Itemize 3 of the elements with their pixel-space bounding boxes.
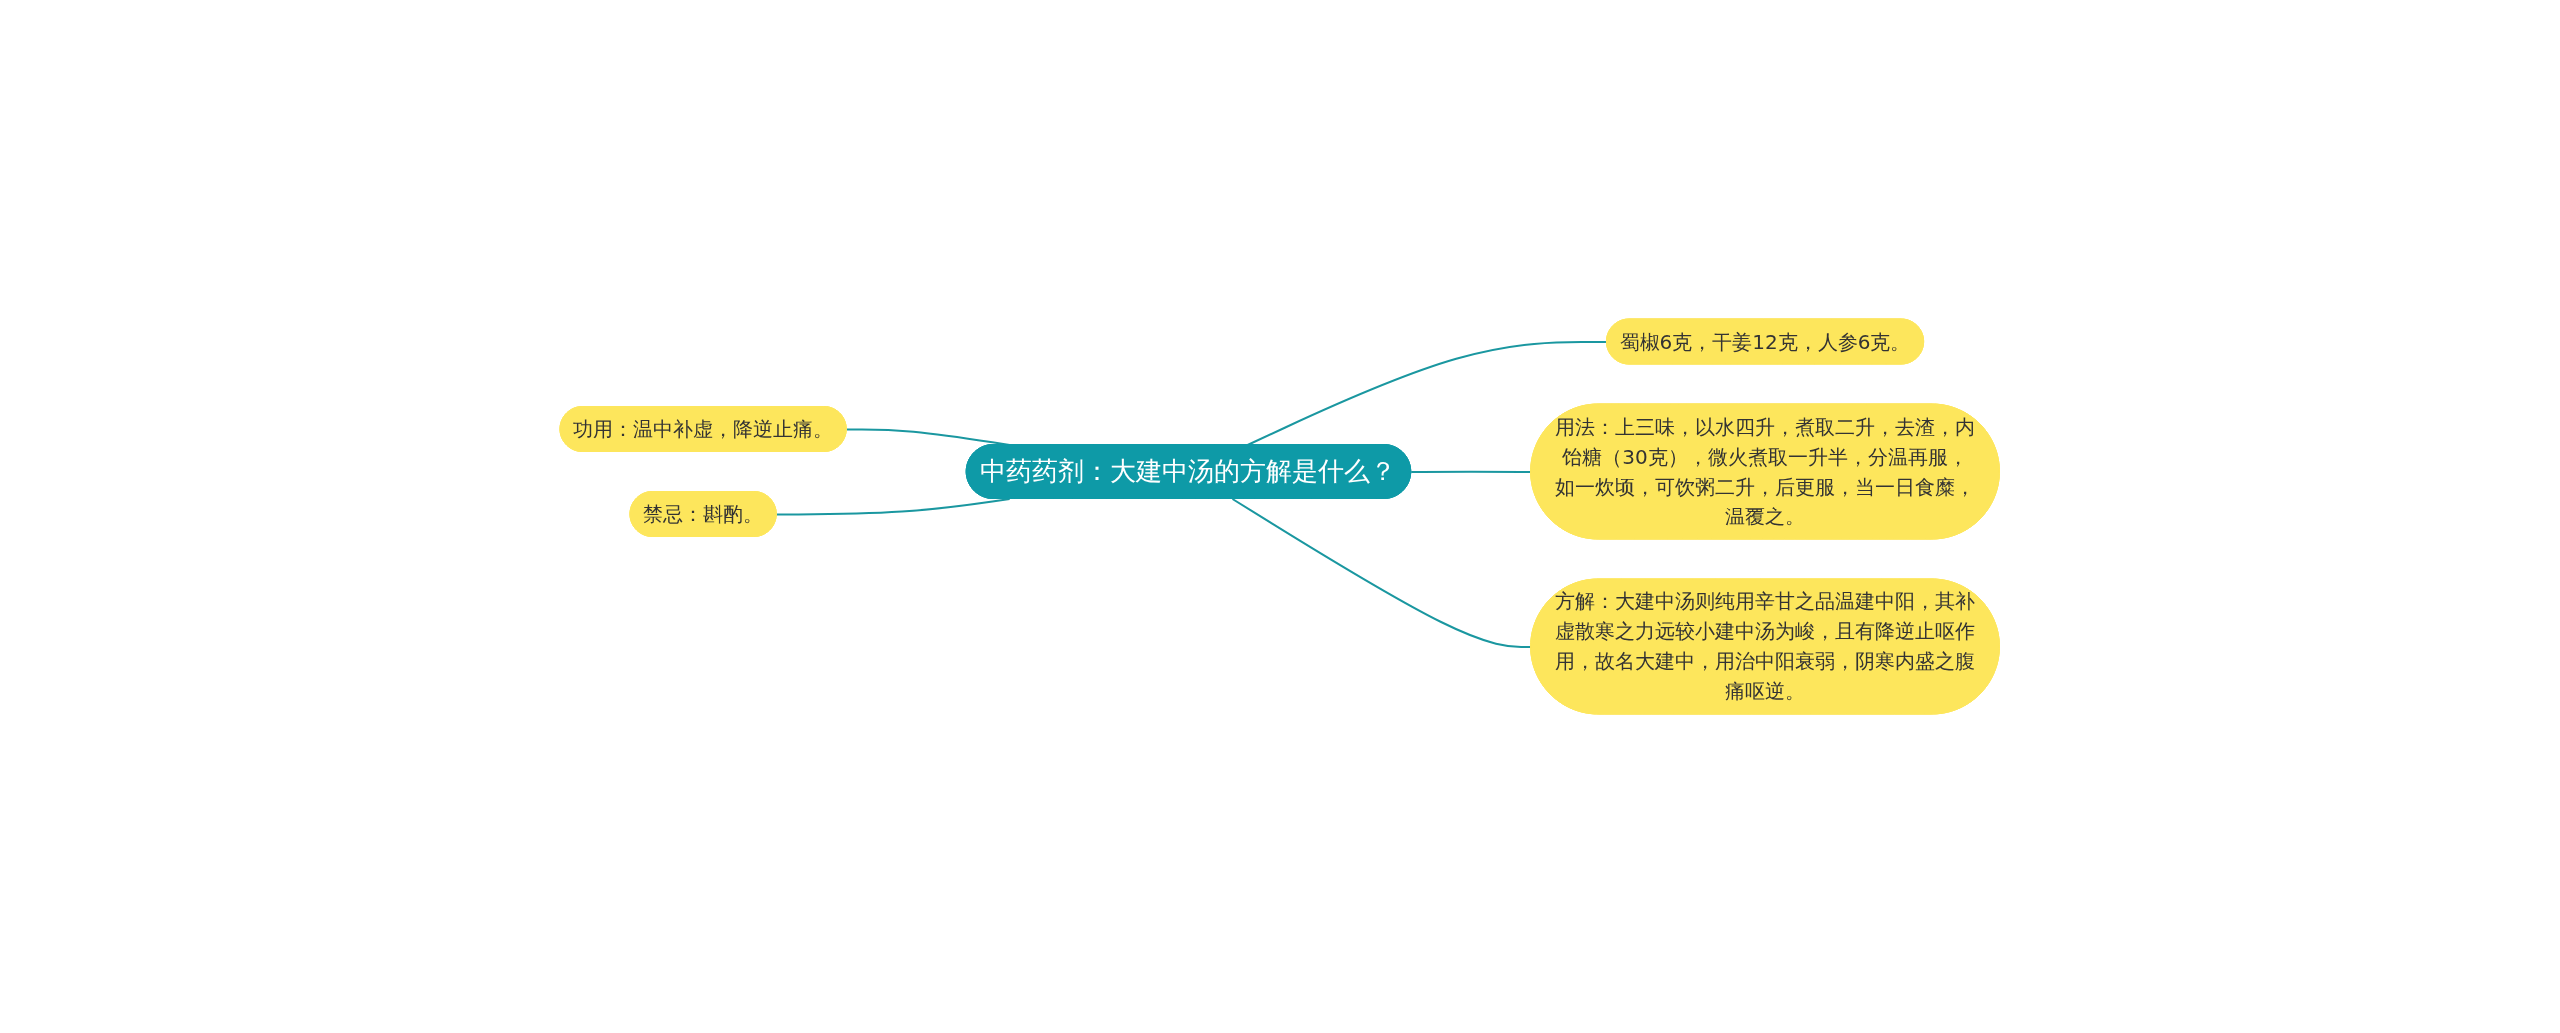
connector — [776, 498, 1011, 516]
connector — [1231, 498, 1533, 648]
connector — [1410, 470, 1533, 473]
